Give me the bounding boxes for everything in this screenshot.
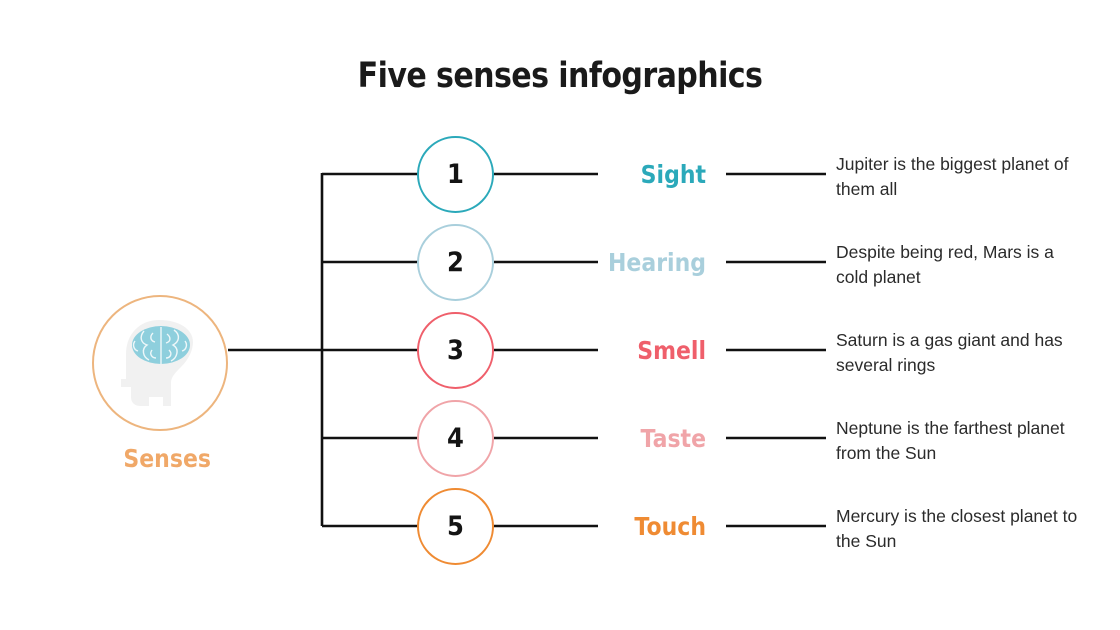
sense-description-sight: Jupiter is the biggest planet of them al… [836,154,1069,199]
sense-description-taste: Neptune is the farthest planet from the … [836,418,1065,463]
sense-description-touch: Mercury is the closest planet to the Sun [836,506,1078,551]
sense-label-touch: Touch [634,512,706,541]
sense-description-hearing: Despite being red, Mars is a cold planet [836,242,1054,287]
sense-label-taste: Taste [640,424,706,453]
sense-label-hearing: Hearing [608,248,706,277]
step-circle-1[interactable]: 1 [417,136,494,213]
sense-label-smell: Smell [637,336,706,365]
root-node-senses[interactable] [92,295,228,431]
sense-description-smell: Saturn is a gas giant and has several ri… [836,330,1063,375]
root-label-senses: Senses [123,444,211,473]
step-circle-2[interactable]: 2 [417,224,494,301]
step-circle-4[interactable]: 4 [417,400,494,477]
step-number-1: 1 [447,159,464,190]
step-circle-3[interactable]: 3 [417,312,494,389]
step-circle-5[interactable]: 5 [417,488,494,565]
step-number-3: 3 [447,335,464,366]
head-brain-icon [121,320,193,406]
step-number-5: 5 [447,511,464,542]
page-title: Five senses infographics [357,56,763,96]
step-number-4: 4 [447,423,464,454]
sense-label-sight: Sight [640,160,706,189]
step-number-2: 2 [447,247,464,278]
